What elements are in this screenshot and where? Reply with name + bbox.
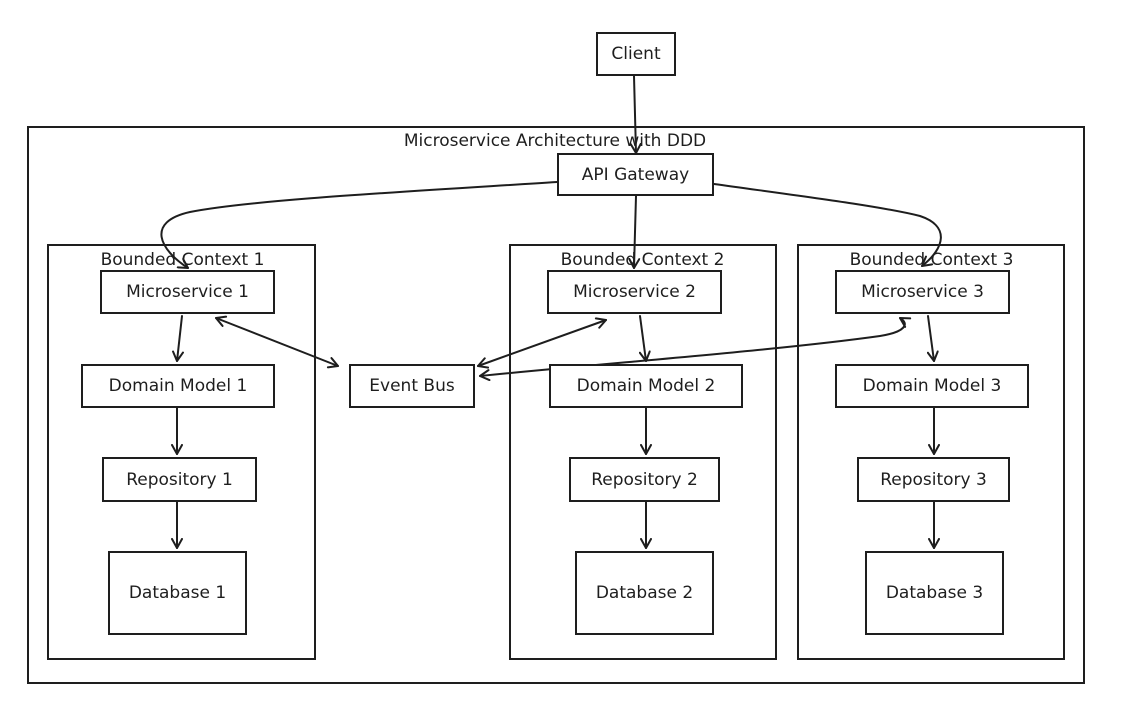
edge-ms2-domain2 [638,315,651,362]
domain-model-3-node: Domain Model 3 [835,364,1029,408]
architecture-frame [27,126,1085,684]
database-3-node: Database 3 [865,551,1004,635]
edge-gateway-ms2 [628,195,641,269]
domain-model-1-node: Domain Model 1 [81,364,275,408]
bounded-context-1-frame [47,244,316,660]
microservice-3-node: Microservice 3 [835,270,1010,314]
microservice-2-node: Microservice 2 [547,270,722,314]
repository-2-node: Repository 2 [569,457,720,502]
event-bus-node: Event Bus [349,364,475,408]
edge-gateway-ms3 [713,183,942,267]
api-gateway-node: API Gateway [557,153,714,196]
edge-ms3-domain3 [926,315,939,362]
client-node: Client [596,32,676,76]
edge-gateway-ms1 [160,181,558,269]
bounded-context-3-frame [797,244,1065,660]
database-2-node: Database 2 [575,551,714,635]
edge-client-gateway [629,75,642,154]
edge-eventbus-ms2 [477,317,607,369]
microservice-1-node: Microservice 1 [100,270,275,314]
edge-eventbus-ms1 [215,315,339,369]
edge-ms1-domain1 [172,315,184,362]
repository-1-node: Repository 1 [102,457,257,502]
repository-3-node: Repository 3 [857,457,1010,502]
bounded-context-2-frame [509,244,777,660]
domain-model-2-node: Domain Model 2 [549,364,743,408]
database-1-node: Database 1 [108,551,247,635]
bounded-context-2-title: Bounded Context 2 [560,250,725,270]
